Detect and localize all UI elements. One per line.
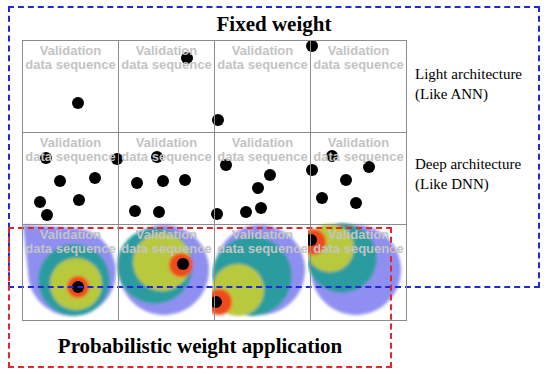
sequence-cell: Validation data sequence xyxy=(118,224,215,321)
watermark-text: Validation data sequence xyxy=(313,44,404,72)
watermark-text: Validation data sequence xyxy=(25,136,116,164)
sequence-cell: Validation data sequence xyxy=(22,224,119,321)
sequence-cell: Validation data sequence xyxy=(310,224,407,321)
sequence-cell: Validation data sequence xyxy=(118,40,215,133)
sequence-cell: Validation data sequence xyxy=(214,224,311,321)
architecture-label: Deep architecture xyxy=(415,156,521,173)
region-title: Fixed weight xyxy=(10,13,538,36)
region-title: Probabilistic weight application xyxy=(10,335,390,358)
watermark-text: Validation data sequence xyxy=(217,136,308,164)
probabilistic-region: Validation data sequenceValidation data … xyxy=(8,227,392,368)
sequence-cell: Validation data sequence xyxy=(310,40,407,133)
watermark-text: Validation data sequence xyxy=(121,136,212,164)
sequence-cell: Validation data sequence xyxy=(118,132,215,225)
watermark-text: Validation data sequence xyxy=(313,136,404,164)
watermark-text: Validation data sequence xyxy=(217,44,308,72)
sequence-cell: Validation data sequence xyxy=(214,132,311,225)
watermark-text: Validation data sequence xyxy=(313,228,404,256)
sequence-cell: Validation data sequence xyxy=(22,132,119,225)
watermark-text: Validation data sequence xyxy=(121,44,212,72)
watermark-text: Validation data sequence xyxy=(217,228,308,256)
architecture-label: (Like DNN) xyxy=(415,176,489,193)
sequence-cell: Validation data sequence xyxy=(310,132,407,225)
sequence-cell: Validation data sequence xyxy=(22,40,119,133)
sequence-cell: Validation data sequence xyxy=(214,40,311,133)
watermark-text: Validation data sequence xyxy=(121,228,212,256)
architecture-label: (Like ANN) xyxy=(415,86,488,103)
watermark-text: Validation data sequence xyxy=(25,228,116,256)
architecture-label: Light architecture xyxy=(415,66,522,83)
watermark-text: Validation data sequence xyxy=(25,44,116,72)
